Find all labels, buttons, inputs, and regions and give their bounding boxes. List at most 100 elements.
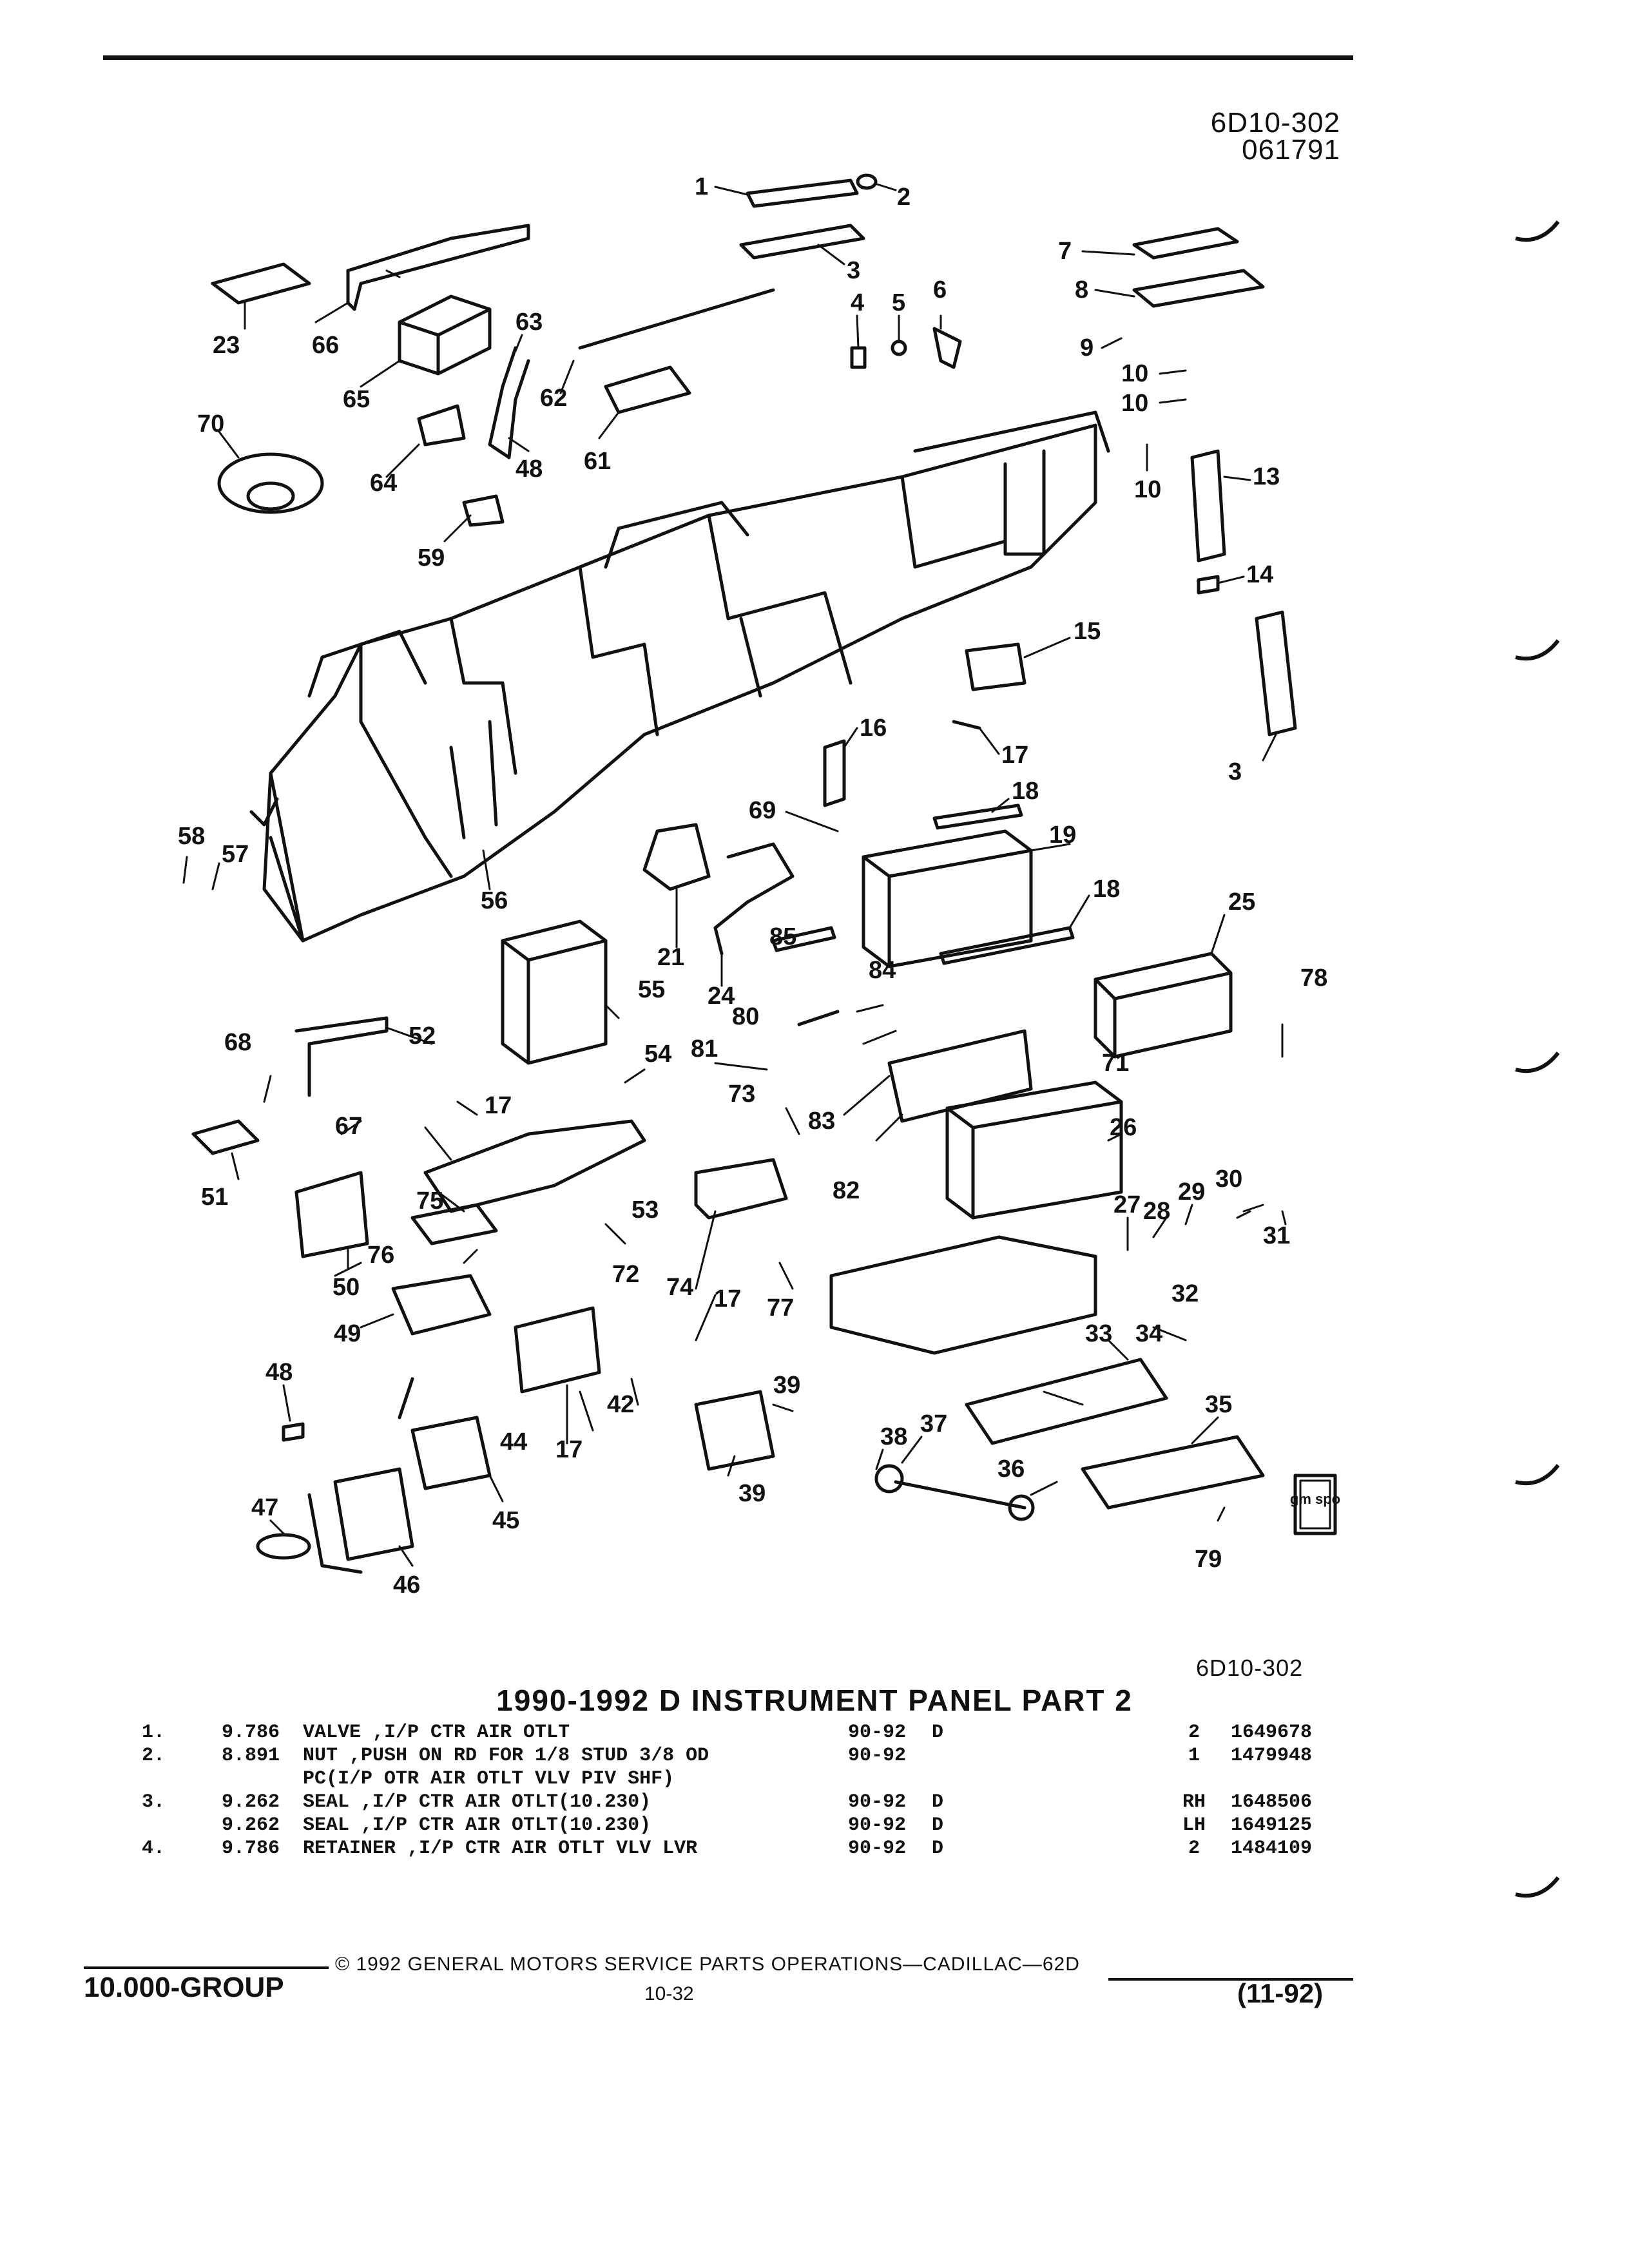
callout: 17: [714, 1285, 741, 1312]
years: 90-92: [848, 1814, 907, 1836]
parts-row: 2. 8.891 NUT ,PUSH ON RD FOR 1/8 STUD 3/…: [142, 1745, 1360, 1768]
part-number: 1648506: [1231, 1791, 1313, 1813]
callout: 6: [933, 276, 947, 303]
callout: 17: [1001, 742, 1028, 769]
callout: 69: [749, 797, 776, 824]
description: PC(I/P OTR AIR OTLT VLV PIV SHF): [303, 1768, 675, 1790]
callout: 3: [847, 257, 860, 284]
callout: 70: [197, 410, 224, 437]
callout: 72: [612, 1261, 639, 1288]
callout: 3: [1228, 758, 1242, 785]
description: VALVE ,I/P CTR AIR OTLT: [303, 1722, 570, 1744]
callout: 83: [808, 1108, 835, 1135]
item-number: 1.: [142, 1722, 166, 1744]
callout: 39: [738, 1480, 766, 1507]
description: SEAL ,I/P CTR AIR OTLT(10.230): [303, 1791, 651, 1813]
quantity: LH: [1182, 1814, 1206, 1836]
callout: 14: [1246, 561, 1273, 588]
callout: 48: [265, 1359, 293, 1386]
callout: 56: [481, 887, 508, 914]
quantity: 2: [1188, 1722, 1200, 1744]
callout: 16: [860, 715, 887, 742]
callout: 5: [892, 289, 905, 316]
item-number: 3.: [142, 1791, 166, 1813]
callout: 23: [213, 332, 240, 359]
callout: 51: [201, 1184, 228, 1211]
body-code: D: [932, 1838, 944, 1860]
years: 90-92: [848, 1791, 907, 1813]
callout: 46: [393, 1571, 420, 1599]
callout: 77: [767, 1294, 794, 1321]
callout: 25: [1228, 889, 1255, 916]
callout: 18: [1012, 778, 1039, 805]
callout: 27: [1113, 1191, 1141, 1218]
footer-rule-right: [1108, 1978, 1353, 1981]
callout: 2: [897, 184, 911, 211]
section-ref: 8.891: [222, 1745, 280, 1767]
parts-row: PC(I/P OTR AIR OTLT VLV PIV SHF): [142, 1768, 1360, 1791]
item-number: 4.: [142, 1838, 166, 1860]
callout-labels: 1 2 3 3 4 5 6 7 8 9 10 10 10 13 14 15 16…: [178, 173, 1327, 1599]
callout: 81: [691, 1035, 718, 1062]
callout: 85: [769, 923, 796, 950]
callout: 75: [416, 1187, 443, 1215]
callout: 4: [851, 289, 864, 316]
body-code: D: [932, 1722, 944, 1744]
section-ref: 9.786: [222, 1722, 280, 1744]
section-ref: 9.262: [222, 1814, 280, 1836]
callout: 30: [1215, 1166, 1242, 1193]
parts-row: 1. 9.786 VALVE ,I/P CTR AIR OTLT 90-92 D…: [142, 1722, 1360, 1745]
binder-mark: [1514, 219, 1560, 245]
callout: 71: [1102, 1050, 1129, 1077]
callout: 57: [222, 841, 249, 868]
section-ref: 9.786: [222, 1838, 280, 1860]
date-code: 061791: [1242, 134, 1340, 166]
parts-row: 3. 9.262 SEAL ,I/P CTR AIR OTLT(10.230) …: [142, 1791, 1360, 1814]
callout: 80: [732, 1003, 759, 1030]
callout: 24: [708, 983, 735, 1010]
callout: 48: [516, 456, 543, 483]
callout: 78: [1300, 965, 1327, 992]
parts-row: 4. 9.786 RETAINER ,I/P CTR AIR OTLT VLV …: [142, 1838, 1360, 1861]
callout: 65: [343, 386, 370, 413]
callout: 63: [516, 309, 543, 336]
part-number: 1649678: [1231, 1722, 1313, 1744]
callout: 15: [1074, 618, 1101, 645]
callout: 50: [333, 1274, 360, 1301]
callout: 34: [1135, 1320, 1162, 1347]
callout: 36: [998, 1456, 1025, 1483]
footer-rule-left: [84, 1966, 329, 1969]
binder-mark: [1514, 1463, 1560, 1488]
page-number: 10-32: [644, 1983, 694, 2004]
section-reference-code: 6D10-302: [1196, 1655, 1304, 1681]
description: NUT ,PUSH ON RD FOR 1/8 STUD 3/8 OD: [303, 1745, 709, 1767]
callout: 84: [869, 957, 896, 984]
callout: 31: [1263, 1222, 1290, 1249]
top-rule: [103, 55, 1353, 60]
group-label: 10.000-GROUP: [84, 1972, 284, 2003]
callout: 45: [492, 1507, 519, 1534]
callout: 73: [728, 1081, 755, 1108]
section-ref: 9.262: [222, 1791, 280, 1813]
callout: 68: [224, 1029, 251, 1056]
binder-mark: [1514, 1050, 1560, 1076]
section-title: 1990-1992 D INSTRUMENT PANEL PART 2: [496, 1684, 1133, 1717]
callout: 55: [638, 976, 665, 1003]
callout: 74: [666, 1274, 693, 1301]
years: 90-92: [848, 1722, 907, 1744]
callout: 79: [1195, 1546, 1222, 1573]
part-number: 1484109: [1231, 1838, 1313, 1860]
part-number: 1649125: [1231, 1814, 1313, 1836]
parts-row: 9.262 SEAL ,I/P CTR AIR OTLT(10.230) 90-…: [142, 1814, 1360, 1838]
callout: 21: [657, 944, 684, 971]
callout: 58: [178, 823, 205, 850]
quantity: RH: [1182, 1791, 1206, 1813]
callout: 19: [1049, 822, 1076, 849]
exploded-parts-diagram: 1 2 3 3 4 5 6 7 8 9 10 10 10 13 14 15 16…: [178, 173, 1340, 1599]
callout: 7: [1058, 238, 1072, 265]
callout: 64: [370, 470, 397, 497]
callout: 49: [334, 1320, 361, 1347]
callout: 53: [631, 1196, 659, 1224]
callout: 35: [1205, 1391, 1232, 1418]
callout: 82: [833, 1177, 860, 1204]
